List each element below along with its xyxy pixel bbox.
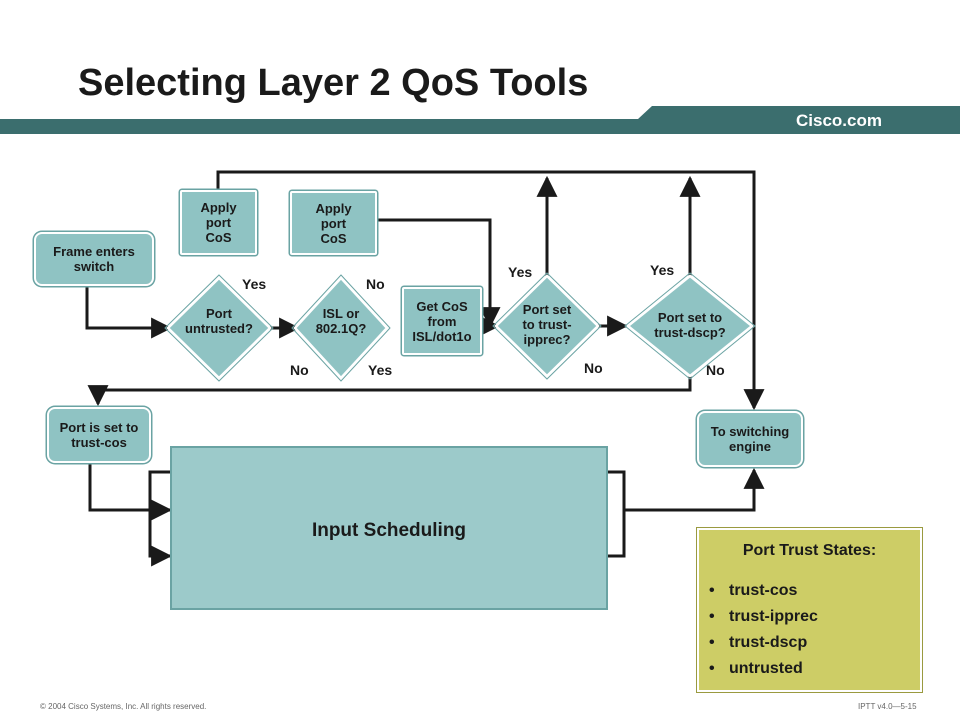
- edge-label-ipprec-yes: Yes: [508, 264, 533, 280]
- edge-applycos2-to-merge: [378, 218, 501, 329]
- node-frame-enters-switch: Frame enters switch: [34, 232, 154, 286]
- diamond-isl-8021q: [293, 276, 389, 380]
- edge-label-untrusted-no: No: [290, 362, 309, 378]
- edge-scheduling-left-input: [148, 470, 173, 567]
- node-apply-port-cos-2: Apply port CoS: [290, 191, 377, 255]
- port-trust-states-list: •trust-cos •trust-ipprec •trust-dscp •un…: [709, 578, 818, 682]
- diamond-port-untrusted-label: Port untrusted?: [185, 306, 253, 336]
- diamond-port-untrusted: [166, 276, 272, 380]
- port-trust-states-panel: Port Trust States: •trust-cos •trust-ipp…: [697, 528, 922, 692]
- brand-logo-text[interactable]: Cisco.com: [796, 111, 882, 130]
- list-item: •untrusted: [709, 660, 803, 677]
- list-item: •trust-dscp: [709, 634, 808, 651]
- diamond-isl-8021q-label: ISL or 802.1Q?: [315, 306, 367, 336]
- edge-label-dscp-yes: Yes: [650, 262, 675, 278]
- input-scheduling-label: Input Scheduling: [311, 520, 467, 541]
- edge-label-untrusted-yes: Yes: [242, 276, 267, 292]
- port-trust-states-title: Port Trust States:: [742, 542, 877, 559]
- list-item: •trust-cos: [709, 582, 798, 599]
- edge-top-bus-to-engine: [216, 170, 765, 411]
- edge-trustcos-to-scheduling: [88, 462, 173, 521]
- edge-scheduling-right-output: [608, 470, 626, 558]
- node-apply-port-cos-1: Apply port CoS: [180, 190, 257, 255]
- node-get-cos: Get CoS from ISL/dot1o: [402, 287, 482, 355]
- edge-dscp-no-to-trustcos: [87, 376, 692, 407]
- diamond-trust-ipprec-label: Port set to trust- ipprec?: [522, 302, 572, 347]
- edge-label-isl-no-top: No: [366, 276, 385, 292]
- edge-label-ipprec-no: No: [584, 360, 603, 376]
- edge-frame-to-untrusted: [85, 287, 173, 339]
- list-item: •trust-ipprec: [709, 608, 818, 625]
- header-banner: [0, 106, 960, 134]
- diamond-trust-dscp: [626, 274, 754, 378]
- diamond-trust-ipprec: [494, 274, 600, 378]
- edge-label-isl-yes: Yes: [368, 362, 393, 378]
- input-scheduling-block: Input Scheduling: [170, 446, 608, 610]
- edge-scheduling-to-engine: [624, 467, 765, 512]
- diamond-trust-dscp-label: Port set to trust-dscp?: [654, 310, 726, 340]
- edge-label-dscp-no: No: [706, 362, 725, 378]
- node-port-trust-cos: Port is set to trust-cos: [47, 407, 151, 463]
- footer-copyright: © 2004 Cisco Systems, Inc. All rights re…: [40, 702, 207, 711]
- footer-course-code: IPTT v4.0—5-15: [858, 702, 917, 711]
- node-switching-engine: To switching engine: [697, 411, 803, 467]
- slide-title: Selecting Layer 2 QoS Tools: [78, 62, 589, 104]
